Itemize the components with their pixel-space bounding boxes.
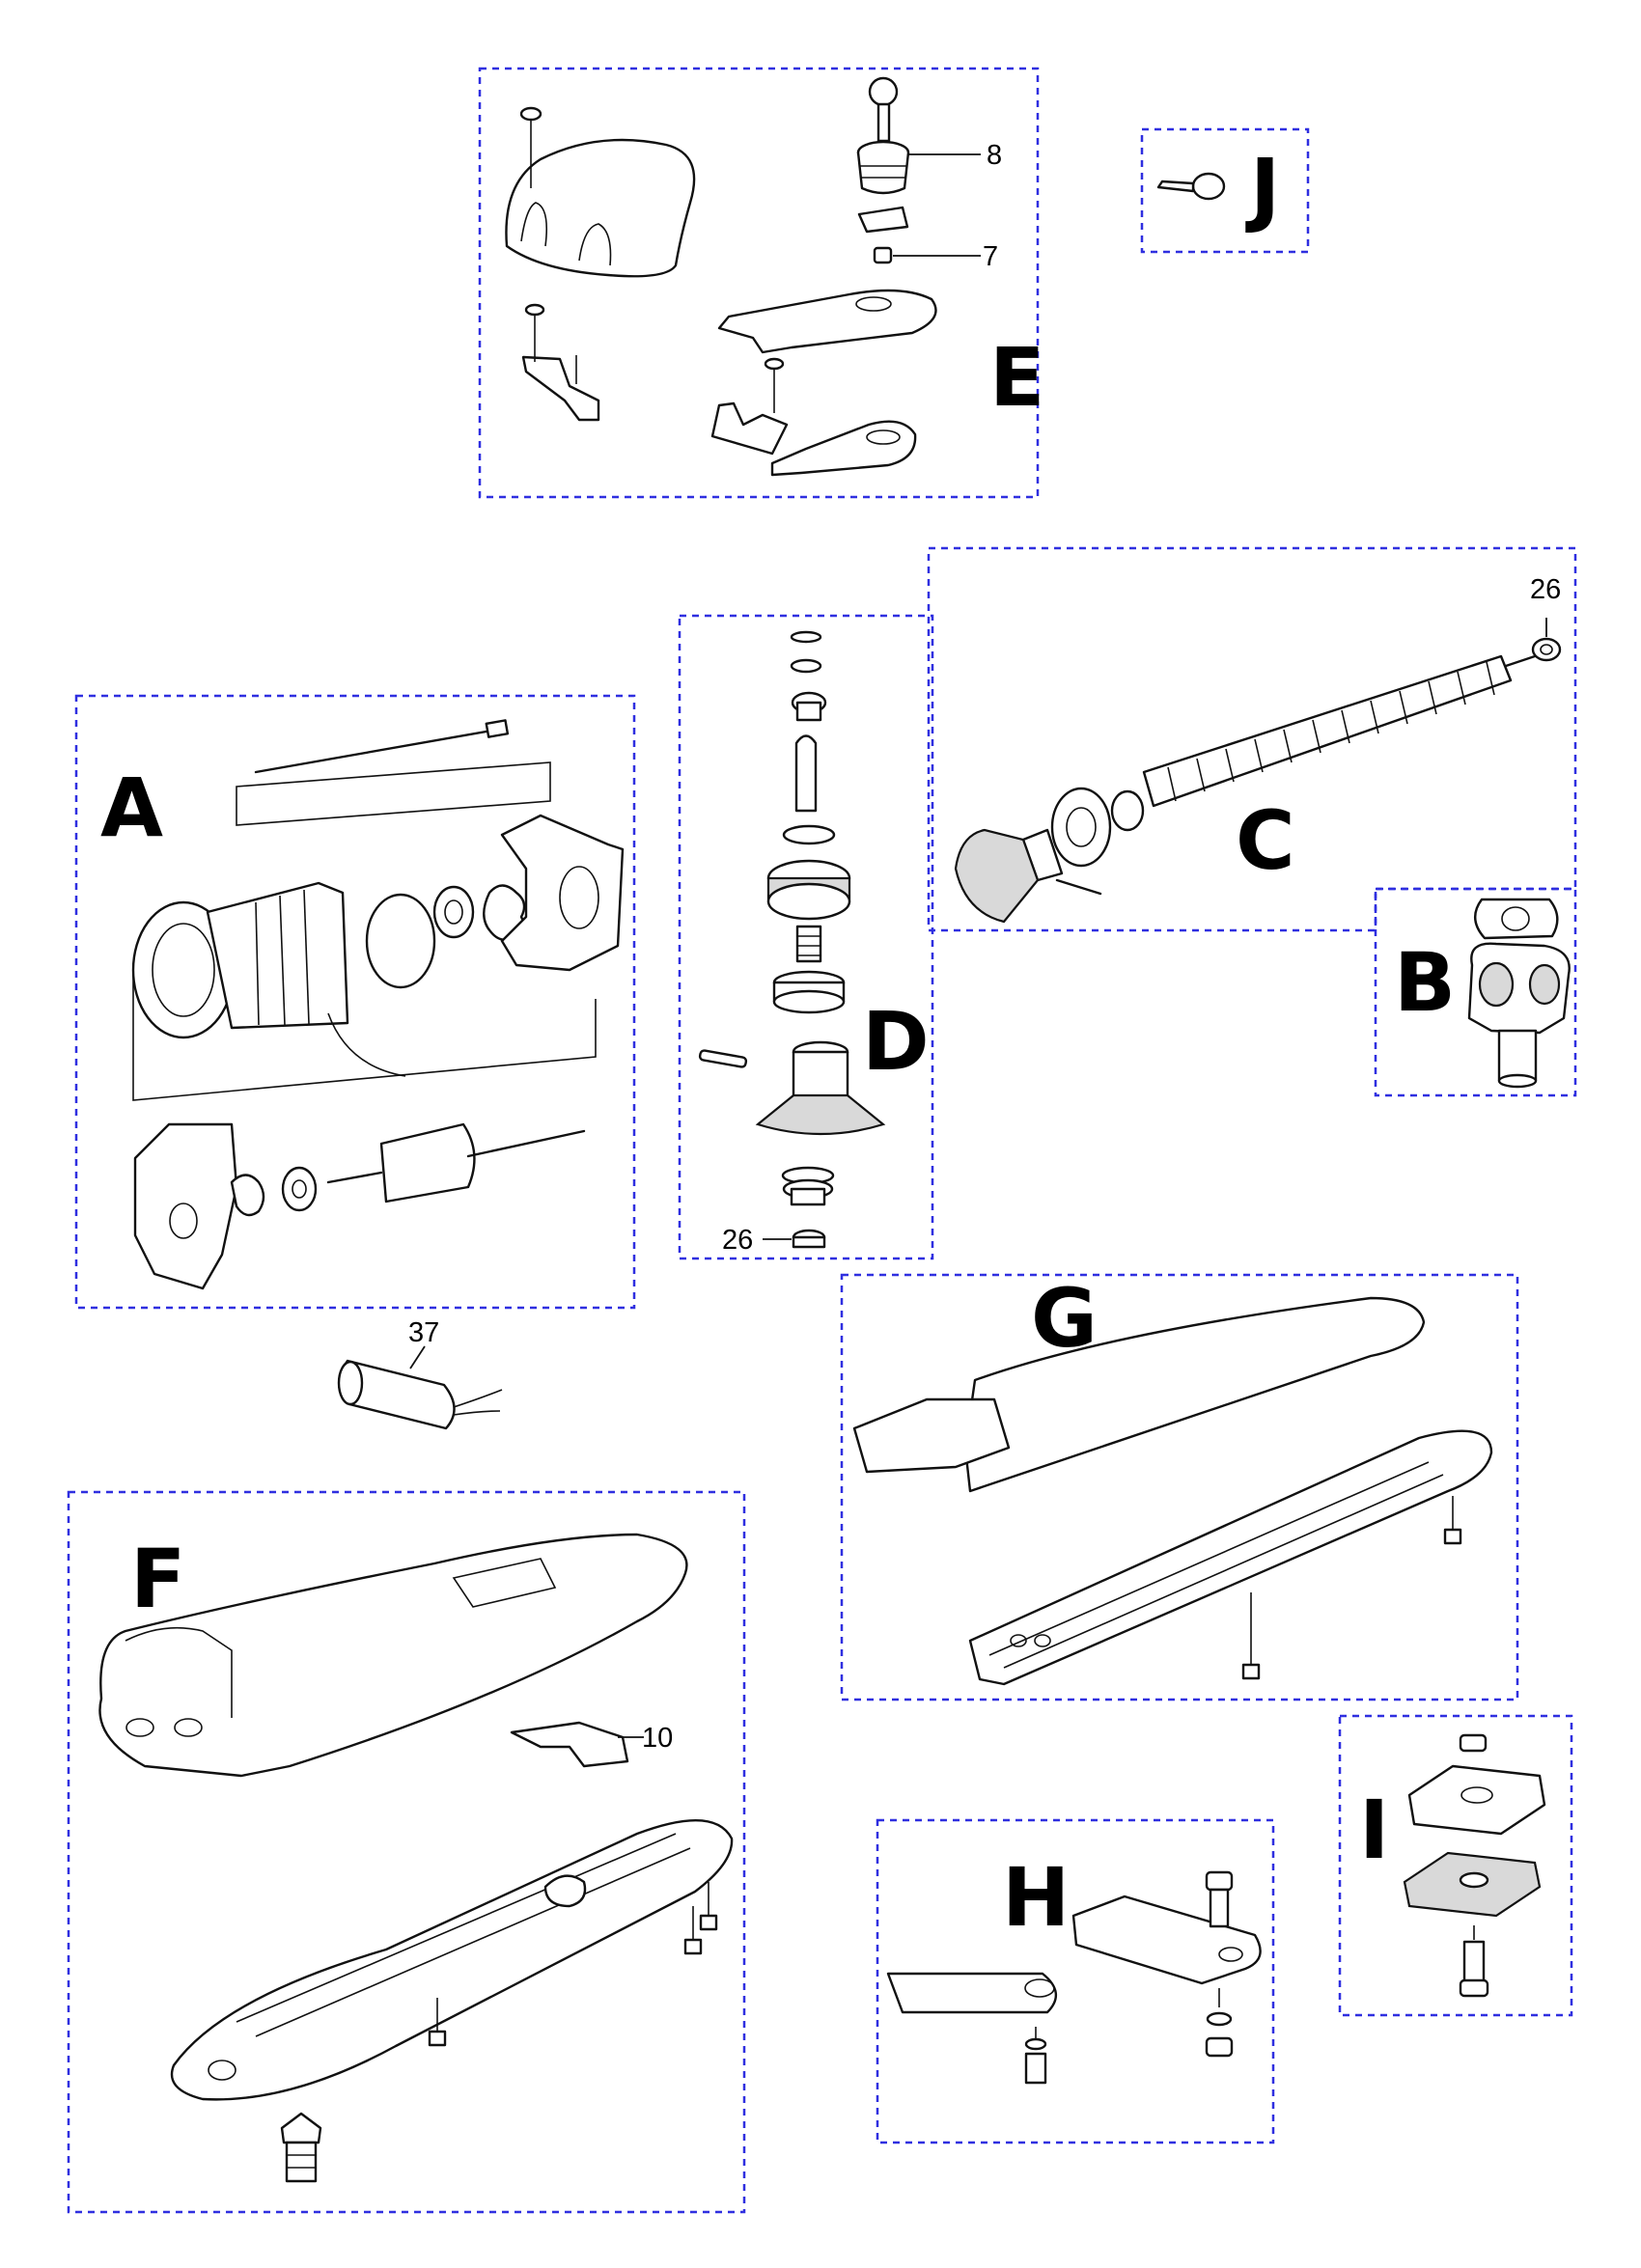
circlip: [782, 824, 836, 845]
gear-pin: [794, 734, 818, 813]
tie-rod: [254, 728, 499, 774]
upper-clamp-plate: [1407, 1764, 1546, 1836]
housing-boss: [543, 1874, 587, 1908]
lever-bracket: [521, 355, 600, 422]
spare-key-icon: [1191, 172, 1226, 201]
thrust-washer: [1110, 789, 1145, 832]
cable-gland: [280, 2112, 322, 2144]
motor-bearing: [432, 885, 475, 939]
group-g-border: [840, 1273, 1519, 1701]
group-label-f: F: [130, 1532, 185, 1626]
group-a-parts: [131, 719, 625, 1290]
arm-cover-end: [852, 1397, 1011, 1474]
bracket-nut: [1205, 2036, 1234, 2058]
bevel-gear: [755, 1093, 886, 1136]
motor-stator: [206, 881, 349, 1030]
callout-37: 37: [408, 1317, 439, 1348]
group-c-border: [927, 546, 1577, 932]
pivot-pin: [1497, 1029, 1538, 1083]
group-label-h: H: [1002, 1850, 1070, 1945]
pinion-gear: [954, 828, 1040, 924]
group-label-a: A: [100, 761, 163, 855]
rotor-bearing: [281, 1166, 318, 1212]
group-i-border: [1338, 1714, 1573, 2017]
group-g-parts: [852, 1296, 1493, 1686]
rear-end-cap: [500, 814, 625, 972]
group-label-e: E: [989, 330, 1044, 425]
group-b-parts: [1467, 898, 1571, 1089]
lever-latch: [710, 401, 789, 456]
upper-washer: [790, 658, 822, 674]
arm-channel: [968, 1429, 1493, 1686]
housing-clip: [510, 1721, 629, 1768]
clamp-bolt: [1462, 1940, 1486, 1984]
bracket-bolt-head: [1205, 1870, 1234, 1892]
group-label-d: D: [862, 994, 930, 1089]
callout-26-lower: 26: [722, 1225, 753, 1256]
screw-bearing: [1050, 787, 1112, 868]
group-e-border: [478, 67, 1040, 499]
group-b-border: [1374, 887, 1577, 1097]
drive-key: [698, 1049, 748, 1068]
lock-nut: [873, 246, 893, 264]
group-j-border: [1140, 127, 1310, 254]
callout-7: 7: [983, 241, 998, 272]
end-bushing: [1531, 637, 1562, 662]
housing-cover: [98, 1533, 688, 1778]
group-f-parts: 10: [98, 1533, 734, 2183]
rotor-shaft: [466, 1129, 586, 1158]
arm-cover: [963, 1296, 1426, 1493]
bracket-washer: [1206, 2011, 1233, 2027]
release-key-icon: [868, 76, 899, 107]
group-e-parts: 8 7: [505, 76, 1002, 477]
lock-cam: [857, 206, 909, 234]
spring-pin: [1055, 878, 1102, 896]
group-c-parts: 26: [954, 574, 1562, 924]
release-lever: [717, 289, 937, 354]
group-label-c: C: [1236, 793, 1295, 888]
group-d-border: [678, 614, 934, 1260]
callout-10: 10: [642, 1723, 673, 1754]
hex-nut: [1459, 1733, 1488, 1753]
callout-8: 8: [987, 140, 1002, 171]
stator-ring: [365, 893, 436, 989]
flat-bracket: [886, 1972, 1057, 2014]
motor-cover: [505, 138, 696, 278]
o-ring: [790, 630, 822, 644]
group-h-parts: [886, 1870, 1262, 2085]
group-label-b: B: [1394, 935, 1456, 1030]
group-h-border: [876, 1818, 1275, 2144]
group-j-key: [1156, 172, 1226, 201]
callout-26-upper: 26: [1530, 574, 1561, 605]
angled-bracket: [1071, 1895, 1262, 1985]
rotor-coupling: [230, 1174, 265, 1217]
housing-base: [170, 1818, 734, 2101]
bracket-screw: [1024, 2052, 1047, 2085]
group-label-j: J: [1245, 141, 1280, 235]
group-a-border: [74, 694, 636, 1310]
group-i-parts: [1403, 1733, 1546, 1998]
front-end-cap: [133, 1122, 238, 1290]
motor-rotor: [379, 1122, 476, 1203]
lever-base: [770, 420, 917, 477]
pivot-nut: [1474, 898, 1559, 940]
group-label-i: I: [1359, 1783, 1389, 1877]
group-d-parts: 26: [698, 630, 886, 1256]
capacitor-part: 37: [337, 1317, 503, 1430]
worm-screw: [1142, 654, 1513, 808]
group-f-border: [67, 1490, 746, 2214]
